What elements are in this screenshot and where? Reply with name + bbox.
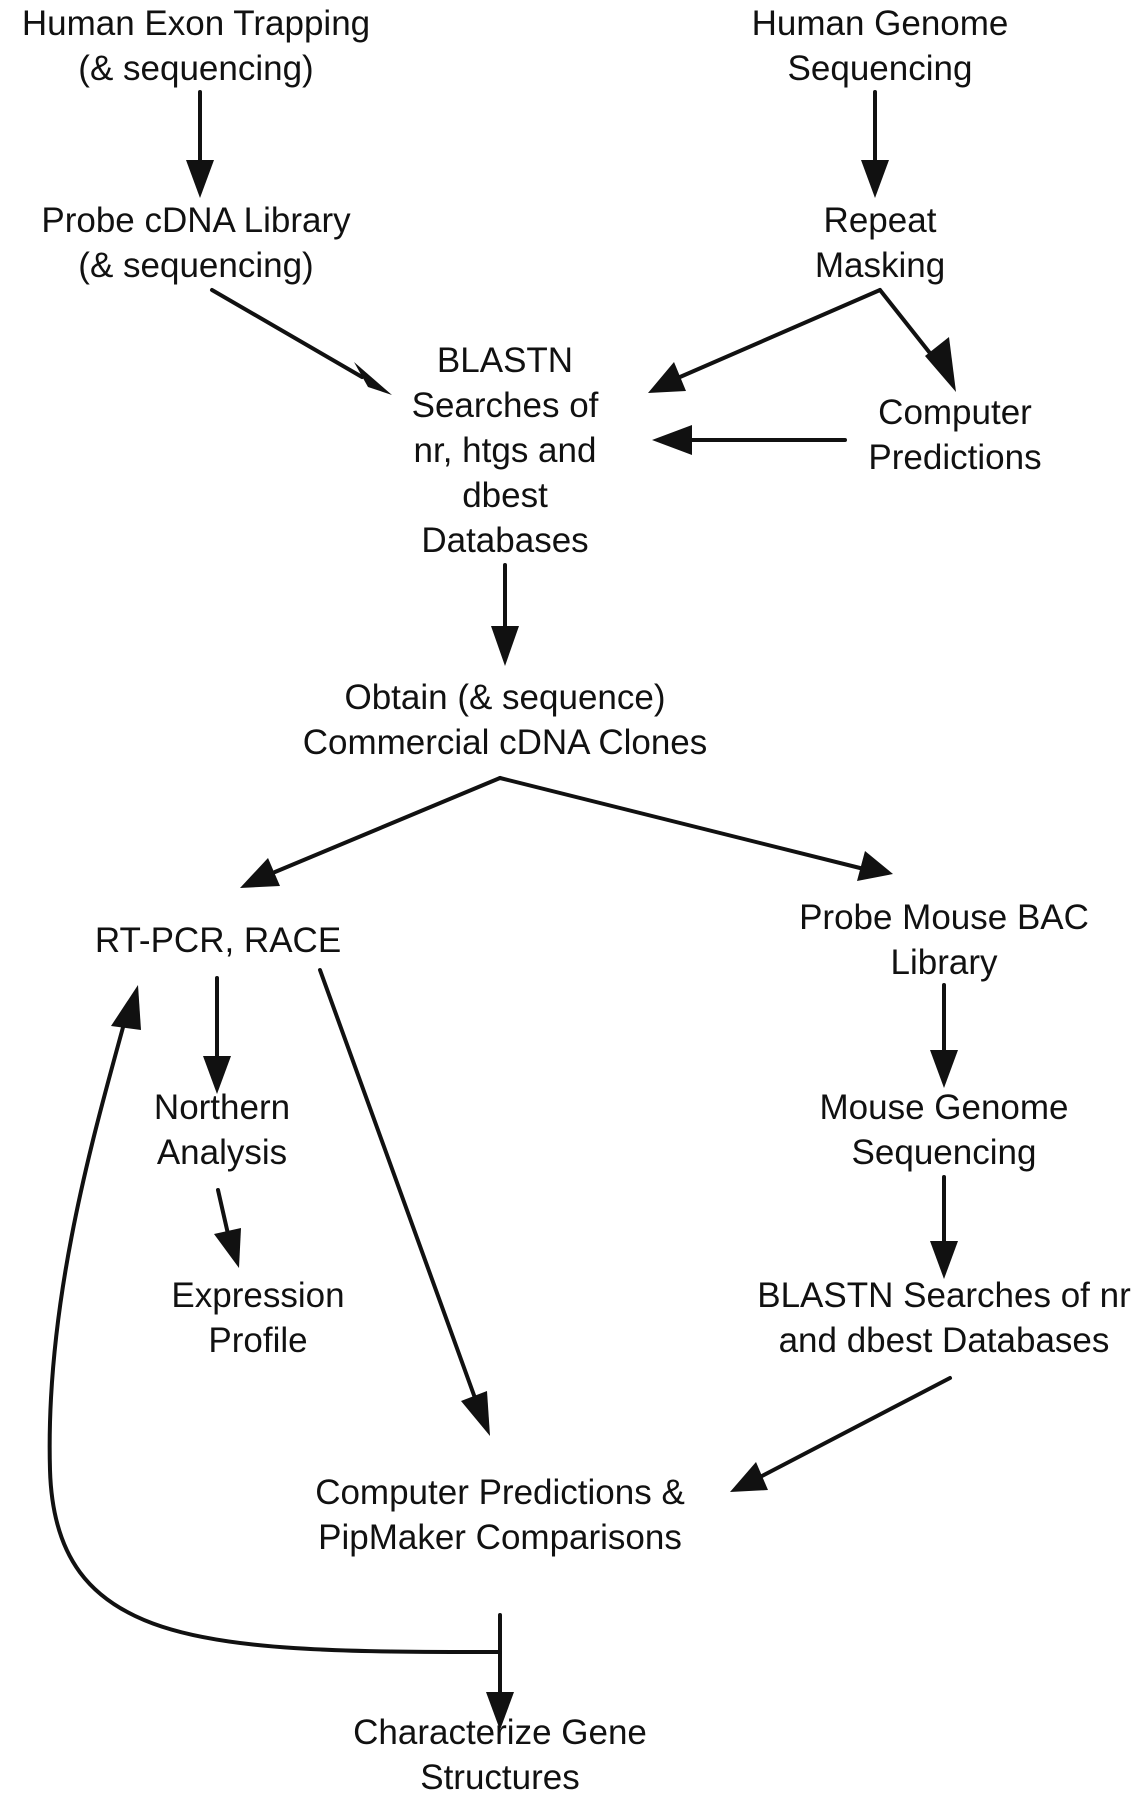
node-line: Characterize Gene (353, 1713, 647, 1752)
node-line: Northern (153, 1088, 291, 1127)
arrowhead (925, 337, 956, 392)
arrowhead (861, 160, 889, 198)
arrow-repeat-to-predictions (878, 288, 939, 364)
node-line: Expression (171, 1276, 345, 1315)
node-northern-analysis: Northern Analysis (154, 1085, 290, 1175)
node-line: nr, htgs and (413, 431, 597, 470)
node-line: Masking (814, 246, 946, 285)
node-line: Profile (208, 1321, 308, 1360)
node-mouse-genome-sequencing: Mouse Genome Sequencing (819, 1085, 1068, 1175)
arrow-clones-to-bac (498, 776, 862, 870)
node-line: dbest (462, 476, 548, 515)
arrowhead (461, 1391, 490, 1436)
arrowhead (186, 160, 214, 198)
arrow-blastn-mouse-to-pipmaker (760, 1376, 952, 1478)
node-line: Structures (420, 1758, 580, 1797)
arrow-repeat-to-blastn (678, 288, 882, 379)
node-line: (& sequencing) (78, 49, 314, 88)
node-line: Sequencing (787, 49, 973, 88)
arrowhead (240, 858, 280, 888)
arrow-probe-to-blastn (210, 288, 364, 379)
node-line: Computer (878, 393, 1032, 432)
arrowhead (652, 425, 692, 455)
node-line: Analysis (156, 1133, 288, 1172)
node-line: Computer Predictions & (315, 1473, 685, 1512)
node-line: PipMaker Comparisons (318, 1518, 682, 1557)
node-pipmaker-comparisons: Computer Predictions & PipMaker Comparis… (315, 1470, 685, 1560)
node-line: BLASTN Searches of nr (757, 1276, 1131, 1315)
node-line: Repeat (823, 201, 937, 240)
arrowhead (930, 1050, 958, 1088)
arrowhead (354, 362, 392, 395)
arrow-rtpcr-to-pipmaker (318, 968, 477, 1400)
node-obtain-cdna-clones: Obtain (& sequence) Commercial cDNA Clon… (303, 675, 708, 765)
arrowhead (857, 851, 893, 881)
node-probe-mouse-bac: Probe Mouse BAC Library (799, 895, 1089, 985)
node-blastn-mouse-searches: BLASTN Searches of nr and dbest Database… (757, 1273, 1131, 1363)
arrow-northern-to-expression (216, 1188, 230, 1236)
node-line: Predictions (868, 438, 1042, 477)
arrowhead (214, 1228, 241, 1268)
node-line: Commercial cDNA Clones (302, 723, 708, 762)
node-line: and dbest Databases (778, 1321, 1110, 1360)
node-line: Sequencing (851, 1133, 1037, 1172)
node-line: Probe cDNA Library (41, 201, 351, 240)
arrow-clones-to-rtpcr (273, 776, 502, 874)
node-computer-predictions: Computer Predictions (868, 390, 1041, 480)
node-human-genome-sequencing: Human Genome Sequencing (752, 1, 1009, 91)
node-rt-pcr-race: RT-PCR, RACE (95, 918, 341, 963)
node-probe-cdna-library: Probe cDNA Library (& sequencing) (41, 198, 350, 288)
arrowhead (111, 985, 141, 1030)
arrowhead (730, 1462, 768, 1492)
arrowhead (203, 1056, 231, 1094)
node-human-exon-trapping: Human Exon Trapping (& sequencing) (22, 1, 370, 91)
arrowhead (930, 1241, 958, 1279)
arrowhead (491, 626, 519, 666)
node-line: Library (890, 943, 998, 982)
node-line: Human Exon Trapping (21, 4, 371, 43)
node-line: Obtain (& sequence) (344, 678, 666, 717)
arrow-feedback-to-rtpcr (47, 1018, 502, 1654)
node-line: (& sequencing) (78, 246, 314, 285)
node-repeat-masking: Repeat Masking (815, 198, 945, 288)
arrowhead (648, 362, 686, 393)
node-line: Probe Mouse BAC (799, 898, 1089, 937)
node-line: BLASTN (436, 341, 574, 380)
node-expression-profile: Expression Profile (171, 1273, 344, 1363)
node-blastn-searches: BLASTN Searches of nr, htgs and dbest Da… (412, 338, 599, 563)
node-line: RT-PCR, RACE (94, 921, 342, 960)
node-line: Human Genome (751, 4, 1009, 43)
node-line: Searches of (411, 386, 599, 425)
node-line: Mouse Genome (819, 1088, 1069, 1127)
node-characterize-gene-structures: Characterize Gene Structures (353, 1710, 647, 1800)
arrowhead (486, 1692, 514, 1730)
node-line: Databases (421, 521, 589, 560)
